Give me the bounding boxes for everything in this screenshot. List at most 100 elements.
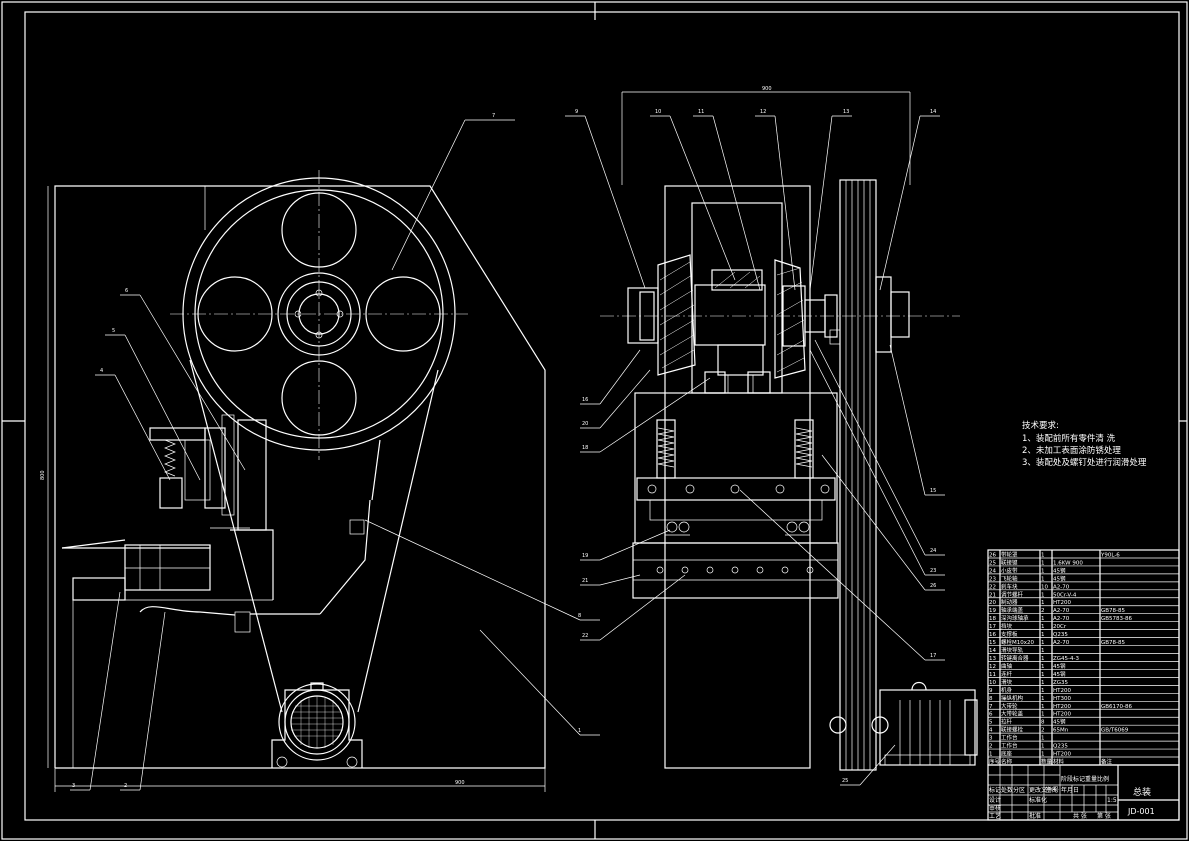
bom-cell: 联接键: [1001, 558, 1018, 566]
tb-design: 设计: [989, 796, 1001, 804]
bom-cell: 25: [989, 560, 996, 566]
label-1: 1: [578, 728, 581, 734]
bom-cell: 1: [1041, 616, 1045, 622]
front-view: 900 800: [40, 113, 600, 792]
svg-text:900: 900: [762, 86, 772, 92]
tb-review: 审核: [989, 804, 1001, 812]
label-22: 22: [582, 633, 588, 639]
bom-cell: 5: [989, 720, 993, 726]
bom-cell: 45钢: [1053, 718, 1066, 726]
bom-cell: 15: [989, 640, 996, 646]
tb-mark: 标记: [989, 786, 1001, 794]
label-9: 9: [575, 109, 578, 115]
bom-cell: HT300: [1053, 696, 1071, 702]
label-19: 19: [582, 553, 588, 559]
bom-cell: 26: [989, 552, 996, 558]
bom-cell: 支撑板: [1001, 630, 1018, 638]
bom-cell: 1: [1041, 712, 1045, 718]
label-12: 12: [760, 109, 766, 115]
tb-change: 更改文件号: [1029, 786, 1059, 794]
bom-cell: 1.6KW 900: [1053, 560, 1083, 566]
bom-cell: 飞轮轴: [1001, 574, 1018, 582]
bom-cell: 连杆: [1001, 670, 1013, 678]
bom-cell: 1: [1041, 648, 1045, 654]
bom-cell: ZG35: [1053, 680, 1069, 686]
bom-cell: A2-70: [1053, 616, 1070, 622]
bom-cell: 工作台: [1001, 742, 1018, 750]
bom-cell: 45钢: [1053, 670, 1066, 678]
bom-cell: 1: [1041, 576, 1045, 582]
bom-cell: 轴承端盖: [1001, 606, 1024, 614]
bom-cell: 1: [1041, 696, 1045, 702]
side-view: 900: [565, 86, 978, 786]
label-2: 2: [124, 783, 127, 789]
bom-cell: 1: [989, 752, 993, 758]
bom-cell: 大带轮盖: [1001, 710, 1024, 718]
bom-cell: Y90L-6: [1100, 552, 1120, 558]
bom-header-cell: 备注: [1101, 758, 1113, 766]
bom-cell: GB/T6069: [1101, 728, 1129, 734]
bom-cell: 1: [1041, 752, 1045, 758]
bom-cell: 14: [989, 648, 996, 654]
bom-cell: 3: [989, 736, 993, 742]
bom-cell: 12: [989, 664, 996, 670]
drawing-title: 总装: [1133, 786, 1151, 798]
label-8: 8: [578, 613, 581, 619]
bom-cell: 调节螺杆: [1001, 590, 1024, 598]
bom-cell: 9: [989, 688, 993, 694]
tb-count: 处数: [1001, 786, 1013, 794]
bom-cell: 1: [1041, 672, 1045, 678]
bom-header-cell: 材料: [1053, 758, 1065, 766]
tb-weight: 重量: [1085, 775, 1097, 783]
bom-cell: 45钢: [1053, 566, 1066, 574]
bom-cell: 22: [989, 584, 996, 590]
bom-cell: 1: [1041, 552, 1045, 558]
bom-cell: 2: [989, 744, 993, 750]
bom-cell: 19: [989, 608, 996, 614]
bom-cell: HT200: [1053, 600, 1071, 606]
bom-cell: 20Cr: [1053, 624, 1067, 630]
label-6: 6: [125, 288, 128, 294]
title-block: 标记 处数 分区 更改文件号 签名 年月日 设计 标准化 阶段标记 阶段标记 重…: [987, 764, 1180, 821]
bom-cell: 20: [989, 600, 996, 606]
tb-approve: 批准: [1029, 812, 1041, 820]
bom-cell: GB78-85: [1101, 608, 1126, 614]
technical-requirements: 技术要求: 1、装配前所有零件清 洗 2、未加工表面涂防锈处理 3、装配处及螺钉…: [1022, 420, 1147, 468]
bom-cell: 联接螺栓: [1001, 726, 1024, 734]
tech-heading: 技术要求:: [1022, 420, 1059, 431]
tb-process: 工艺: [989, 812, 1001, 820]
label-16: 16: [582, 397, 588, 403]
bom-cell: 65Mn: [1053, 728, 1069, 734]
bom-cell: 螺栓M10x20: [1001, 638, 1034, 646]
tb-sheets: 共 张: [1073, 812, 1087, 820]
tech-item-3: 3、装配处及螺钉处进行润滑处理: [1022, 457, 1147, 468]
bom-cell: 1: [1041, 592, 1045, 598]
bom-cell: 16: [989, 632, 996, 638]
bom-cell: 小皮带: [1001, 566, 1018, 574]
bom-cell: A2-70: [1053, 640, 1070, 646]
bom-cell: 1: [1041, 624, 1045, 630]
bom-cell: 1: [1041, 656, 1045, 662]
label-17: 17: [930, 653, 936, 659]
bom-cell: HT200: [1053, 704, 1071, 710]
label-15: 15: [930, 488, 936, 494]
bom-cell: 工作台: [1001, 734, 1018, 742]
tech-item-2: 2、未加工表面涂防锈处理: [1022, 445, 1121, 456]
bom-cell: 1: [1041, 600, 1045, 606]
label-13: 13: [843, 109, 849, 115]
drawing-number: JD-001: [1127, 807, 1155, 816]
bom-cell: 1: [1041, 568, 1045, 574]
bom-cell: 11: [989, 672, 996, 678]
bom-cell: 21: [989, 592, 996, 598]
label-7: 7: [492, 113, 495, 119]
bom-cell: 转键离合器: [1001, 654, 1029, 662]
tb-sign: 签名: [1045, 786, 1057, 794]
bom-cell: A2-70: [1053, 608, 1070, 614]
bom-cell: 1: [1041, 744, 1045, 750]
bom-cell: HT200: [1053, 688, 1071, 694]
label-5: 5: [112, 328, 115, 334]
bom-cell: 1: [1041, 688, 1045, 694]
tb-std: 标准化: [1029, 796, 1047, 804]
